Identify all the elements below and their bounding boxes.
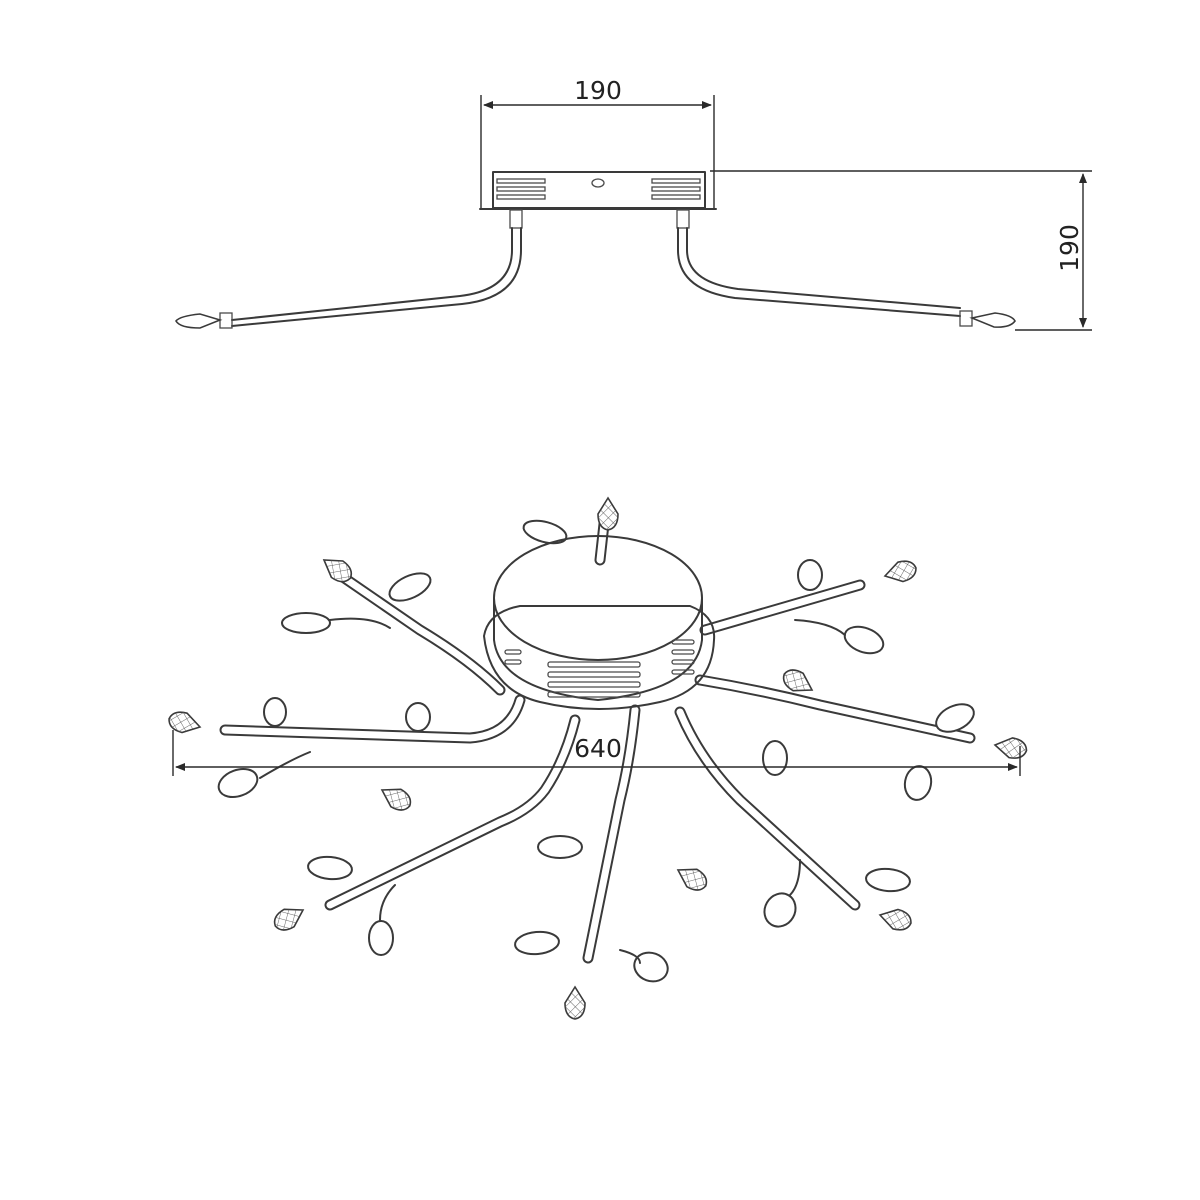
side-vents-right [651, 178, 701, 200]
leaf [633, 951, 669, 983]
leaf [281, 612, 331, 634]
perspective-view [168, 496, 1028, 1020]
side-canopy-hole [591, 178, 605, 188]
arm-lower-left [324, 714, 581, 911]
dimension-top-label: 190 [574, 76, 622, 105]
dimension-bottom: 640 [172, 730, 1021, 776]
side-canopy [492, 171, 706, 209]
side-arm-left [175, 209, 523, 329]
leaf [307, 855, 353, 881]
arm-lower-right [674, 706, 861, 911]
leaf [763, 892, 797, 928]
canopy-vents [504, 639, 695, 698]
dimension-bottom-label: 640 [574, 734, 622, 763]
leaf [368, 920, 394, 956]
dimension-top: 190 [480, 76, 715, 208]
leaf [522, 519, 568, 545]
dimension-side-label: 190 [1055, 224, 1084, 272]
leaf [797, 559, 823, 591]
leaf [217, 767, 259, 799]
leaf [843, 625, 885, 655]
leaf [762, 740, 788, 776]
leaf [865, 867, 911, 893]
leaf [388, 572, 432, 602]
leaf [537, 835, 583, 859]
dimension-side: 190 [710, 170, 1092, 331]
leaf [405, 702, 431, 732]
side-arm-right [676, 209, 1016, 328]
perspective-canopy [483, 535, 716, 710]
leaf [514, 930, 560, 956]
leaf [903, 765, 933, 801]
side-view [175, 171, 1016, 329]
leaf [263, 697, 287, 727]
side-vents-left [496, 178, 546, 200]
leaf [935, 703, 975, 733]
